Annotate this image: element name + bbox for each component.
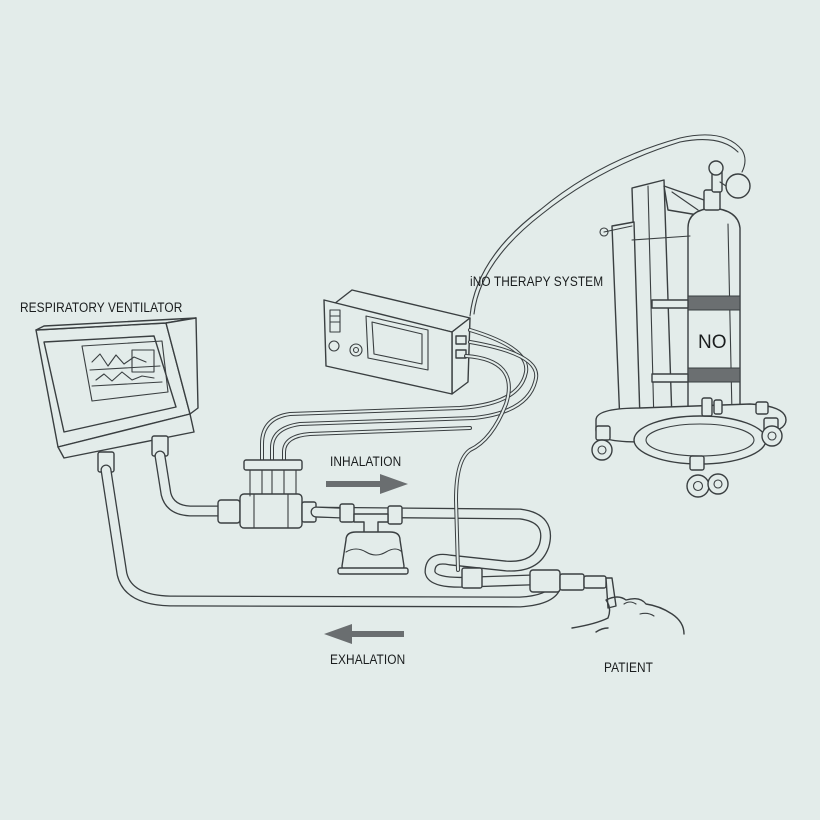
exhalation-label: EXHALATION [330, 652, 406, 667]
exhalation-arrow [324, 624, 404, 644]
ino-therapy-system-label: iNO THERAPY SYSTEM [470, 274, 604, 289]
injector-module [217, 493, 317, 529]
inhalation-arrow [326, 474, 408, 494]
cylinder-cart [591, 160, 787, 498]
inhalation-label: INHALATION [330, 454, 402, 469]
humidifier [310, 503, 409, 575]
breathing-circuit [100, 450, 562, 608]
respiratory-ventilator [35, 317, 199, 473]
cylinder-no-label: NO [698, 332, 727, 353]
patient-head [571, 596, 685, 635]
cart-wheels [591, 401, 783, 498]
gas-lines [243, 134, 746, 572]
patient-label: PATIENT [604, 660, 654, 675]
ino-therapy-device [323, 289, 471, 395]
patient-wye-connector [461, 567, 617, 609]
ventilator-label: RESPIRATORY VENTILATOR [20, 300, 183, 315]
